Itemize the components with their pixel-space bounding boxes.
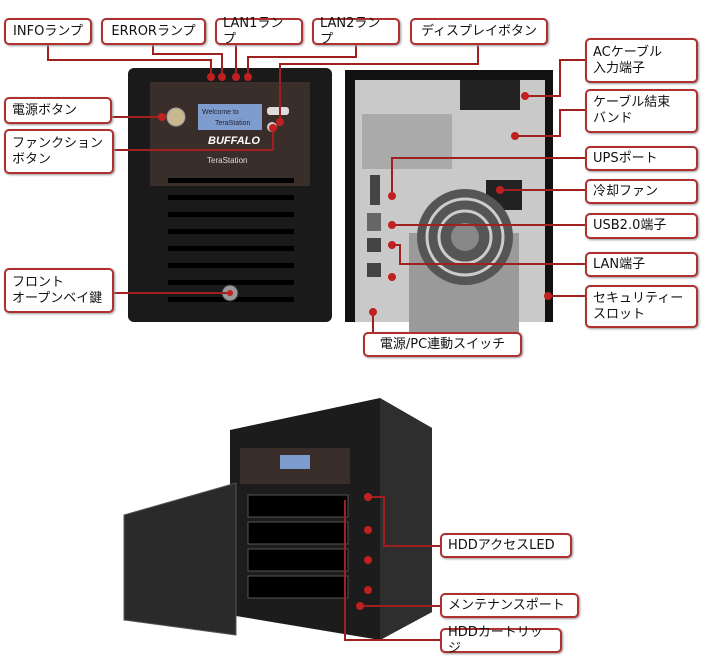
front-unit: Welcome to TeraStation BUFFALO TeraStati…: [128, 68, 332, 322]
callout-lan1-lamp: LAN1ランプ: [215, 16, 303, 47]
model-label: TeraStation: [207, 156, 247, 165]
callout-maintenance-port: メンテナンスポート: [440, 593, 579, 618]
callout-ac-input: ACケーブル 入力端子: [585, 38, 698, 83]
callout-ups-port: UPSポート: [585, 146, 698, 171]
open-unit: [123, 398, 432, 640]
callout-usb-port: USB2.0端子: [585, 213, 698, 239]
callout-cooling-fan: 冷却ファン: [585, 179, 698, 204]
callout-function-button: ファンクション ボタン: [4, 129, 114, 174]
brand-logo: BUFFALO: [208, 135, 260, 147]
callout-display-button: ディスプレイボタン: [410, 18, 548, 45]
callout-front-bay-key: フロント オープンベイ鍵: [4, 268, 114, 313]
callout-info-lamp: INFOランプ: [4, 18, 92, 45]
callout-power-button: 電源ボタン: [4, 97, 112, 124]
callout-lan2-lamp: LAN2ランプ: [312, 16, 400, 47]
callout-security-slot: セキュリティー スロット: [585, 285, 698, 328]
callout-hdd-access-led: HDDアクセスLED: [440, 533, 572, 558]
callout-cable-band: ケーブル結束 バンド: [585, 89, 698, 133]
callout-power-pc-switch: 電源/PC連動スイッチ: [363, 332, 522, 357]
lcd-text: TeraStation: [215, 120, 251, 127]
callout-error-lamp: ERRORランプ: [101, 18, 206, 45]
back-unit: [345, 70, 553, 343]
callout-lan-port: LAN端子: [585, 252, 698, 277]
callout-hdd-cartridge: HDDカートリッジ: [440, 625, 562, 656]
svg-text:Welcome to: Welcome to: [202, 109, 239, 116]
